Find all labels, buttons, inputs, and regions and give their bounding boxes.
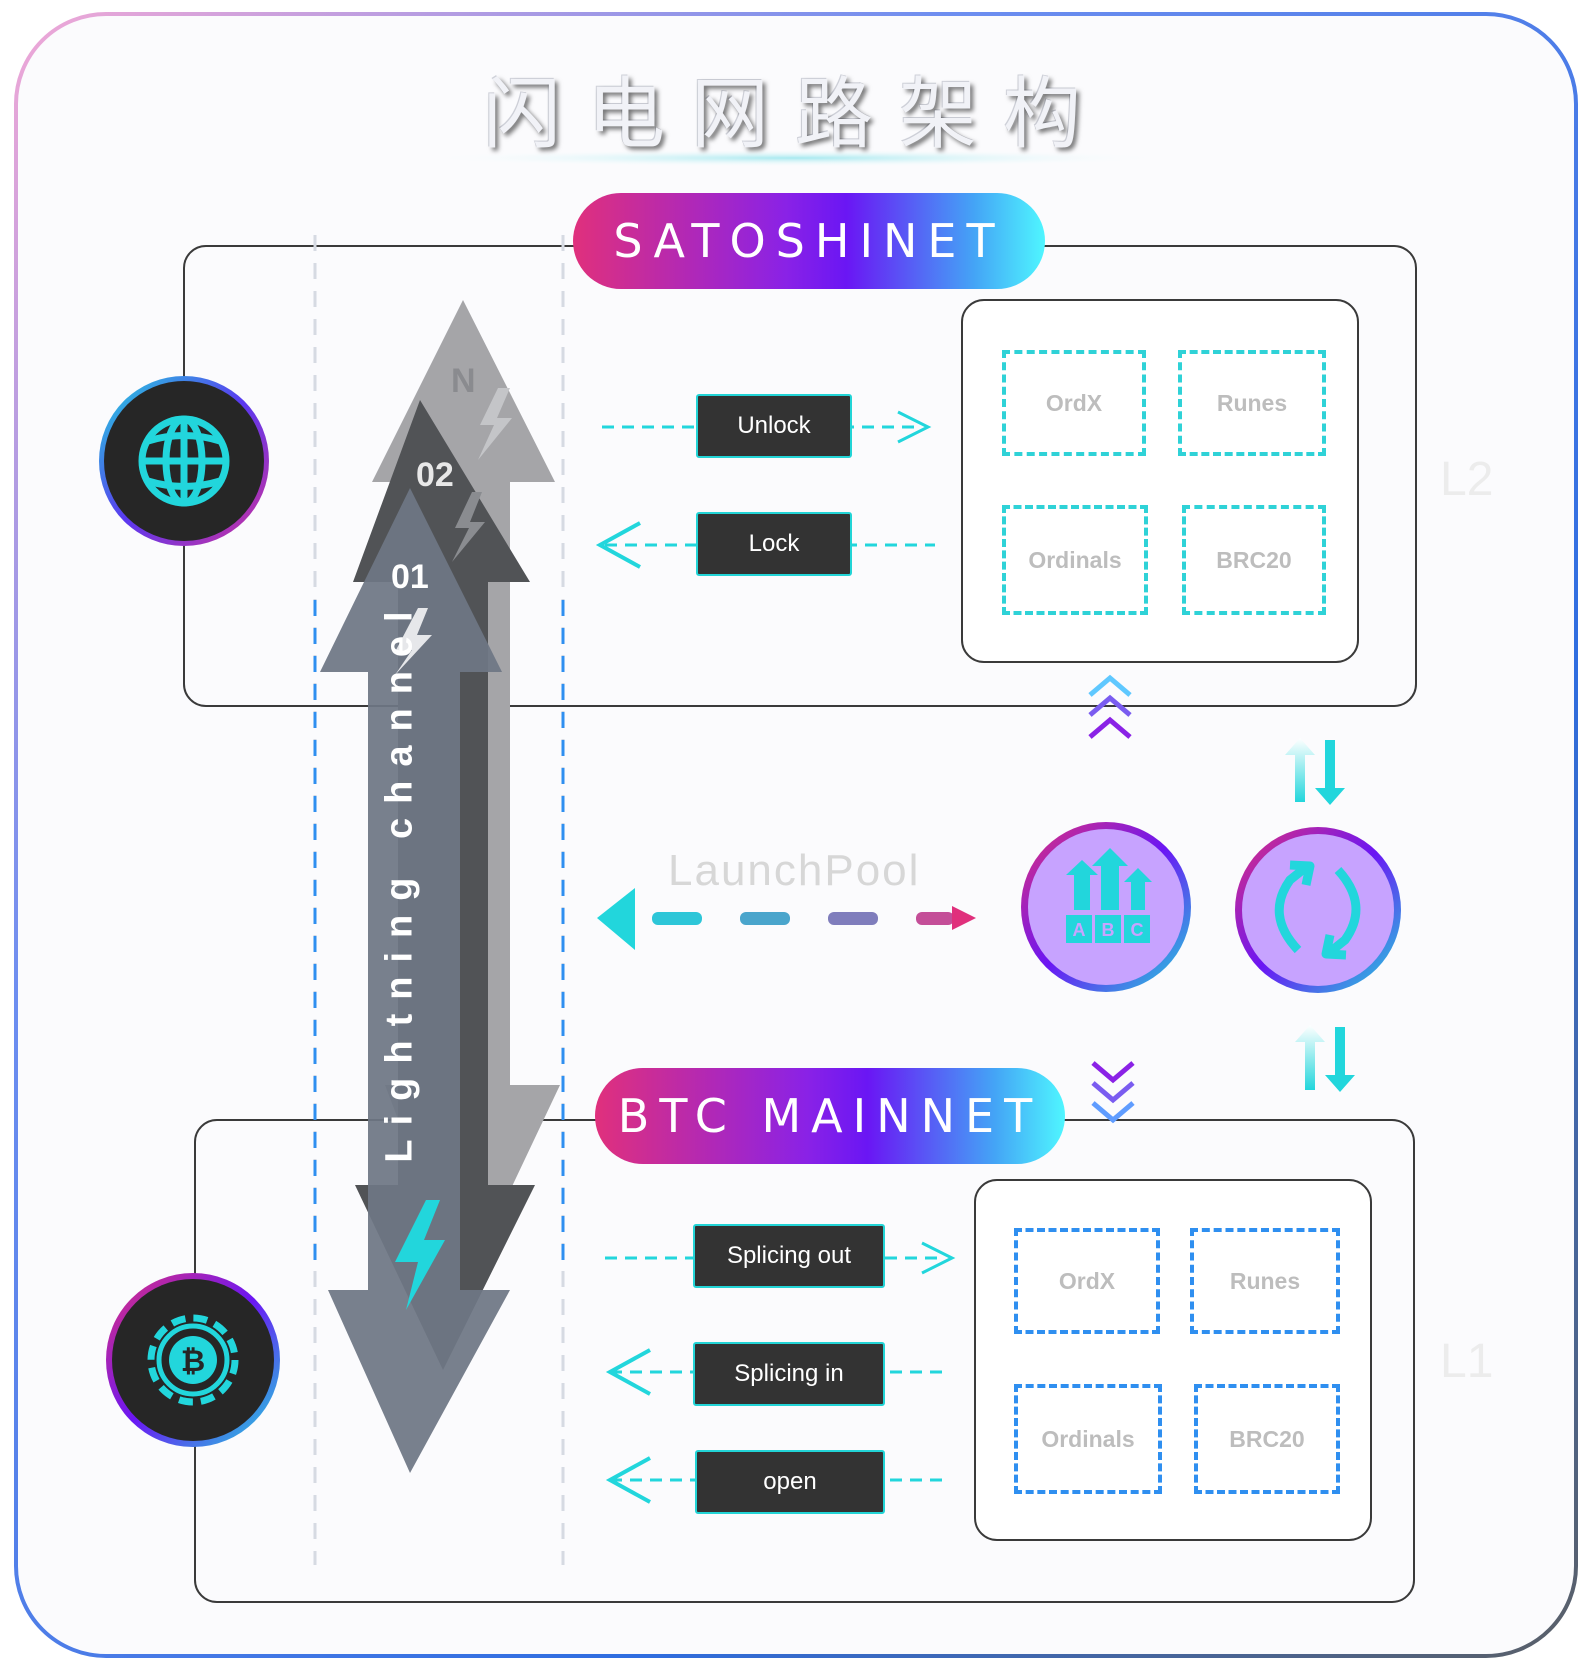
bitcoin-node: ₿ xyxy=(106,1273,280,1447)
l2-token-ordx: OrdX xyxy=(1002,350,1146,456)
layer-l1-label: L1 xyxy=(1440,1335,1494,1388)
l2-token-ordinals: Ordinals xyxy=(1002,505,1148,615)
unlock-button[interactable]: Unlock xyxy=(696,394,852,458)
launchpool-letter-b: B xyxy=(1101,920,1115,940)
layer-l2-label: L2 xyxy=(1440,453,1494,506)
channel-arrow-01-label: 01 xyxy=(391,558,429,596)
splicing-in-arrow-icon xyxy=(605,1348,651,1396)
open-button[interactable]: open xyxy=(695,1450,885,1514)
globe-node xyxy=(99,376,269,546)
lock-arrow-icon xyxy=(595,521,641,569)
channel-arrow-n-label: N xyxy=(451,362,476,400)
launchpool-arrow xyxy=(597,888,976,950)
swap-icon xyxy=(1274,860,1361,960)
swap-node xyxy=(1235,827,1401,993)
swap-arrows-lower-icon xyxy=(1295,1025,1355,1092)
mainnet-label: BTC MAINNET xyxy=(595,1068,1065,1164)
satoshinet-token-box xyxy=(961,299,1359,663)
chevron-up-icon xyxy=(1088,674,1132,739)
l2-token-brc20: BRC20 xyxy=(1182,505,1326,615)
l1-token-brc20: BRC20 xyxy=(1194,1384,1340,1494)
launchpool-letter-c: C xyxy=(1130,920,1144,940)
lightning-channel-label: Lightning channel xyxy=(378,597,421,1163)
l1-token-ordinals: Ordinals xyxy=(1014,1384,1162,1494)
l1-token-runes: Runes xyxy=(1190,1228,1340,1334)
l1-token-ordx: OrdX xyxy=(1014,1228,1160,1334)
l2-token-runes: Runes xyxy=(1178,350,1326,456)
page-title: 闪电网路架构 xyxy=(482,70,1107,160)
splicing-in-button[interactable]: Splicing in xyxy=(693,1342,885,1406)
open-arrow-icon xyxy=(605,1456,651,1504)
bolt-n-icon xyxy=(478,388,512,460)
swap-arrows-upper-icon xyxy=(1285,738,1345,805)
launchpool-icon xyxy=(1066,848,1152,943)
channel-arrow-02-label: 02 xyxy=(416,456,454,494)
launchpool-letter-a: A xyxy=(1072,920,1086,940)
bitcoin-gear-icon: ₿ xyxy=(147,1314,239,1406)
chevron-down-icon xyxy=(1091,1061,1135,1124)
svg-text:₿: ₿ xyxy=(181,1344,205,1379)
splicing-out-arrow-icon xyxy=(921,1241,956,1275)
channel-arrow-01 xyxy=(320,488,510,1473)
launchpool-node xyxy=(1021,822,1191,992)
unlock-arrow-icon xyxy=(897,410,932,444)
bolt-cyan-icon xyxy=(395,1200,445,1310)
satoshinet-label: SATOSHINET xyxy=(573,193,1045,289)
globe-icon xyxy=(138,415,230,507)
title-glow xyxy=(415,149,1175,167)
splicing-out-button[interactable]: Splicing out xyxy=(693,1224,885,1288)
launchpool-label: LaunchPool xyxy=(668,846,921,895)
bolt-02-icon xyxy=(452,492,485,562)
lock-button[interactable]: Lock xyxy=(696,512,852,576)
mainnet-token-box xyxy=(974,1179,1372,1541)
bolt-01-icon xyxy=(395,608,432,675)
